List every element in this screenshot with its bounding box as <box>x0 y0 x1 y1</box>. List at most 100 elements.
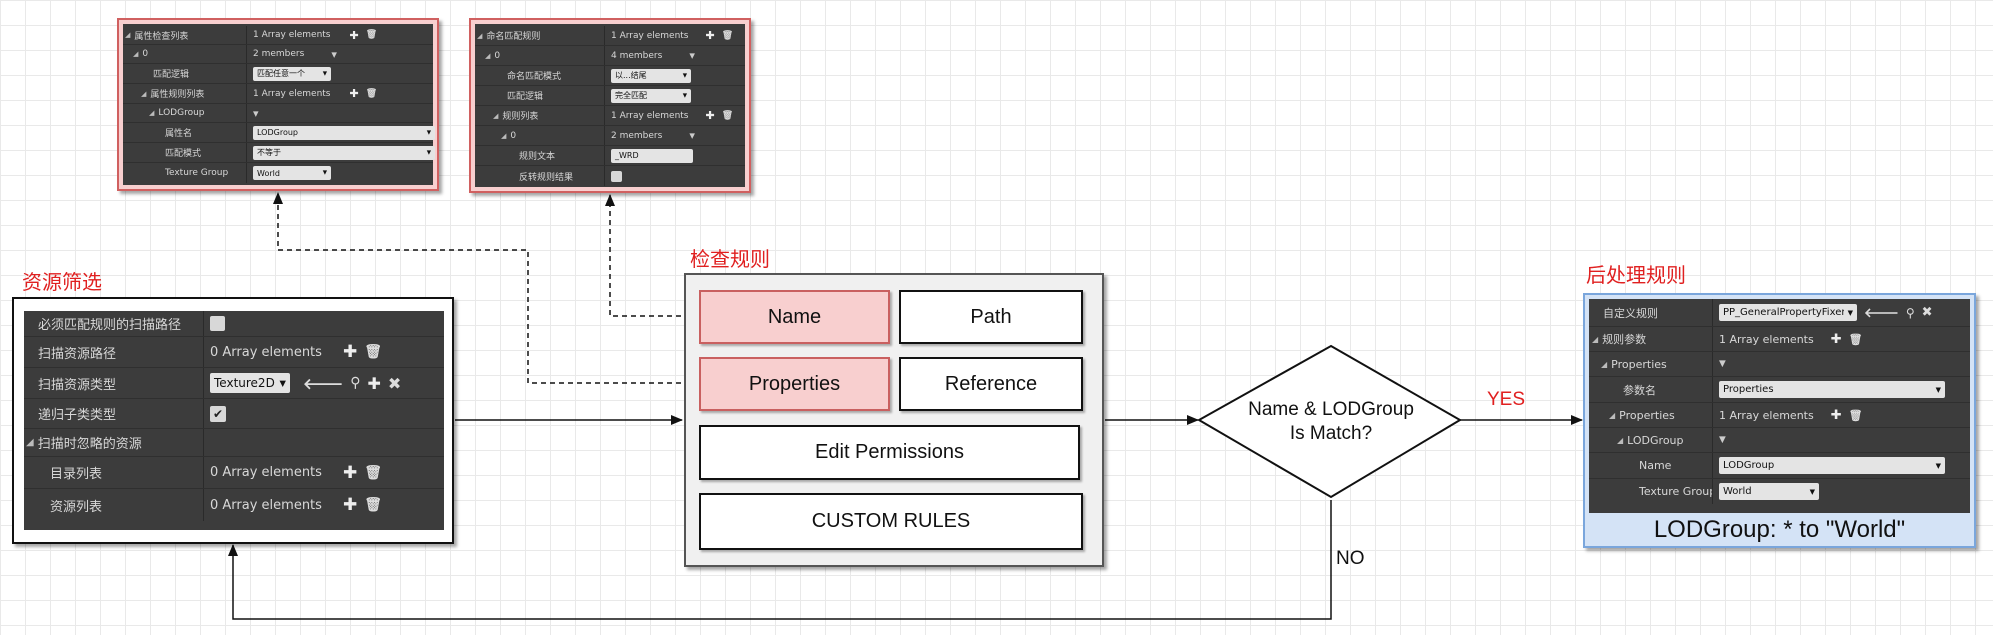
properties-rule-box[interactable]: Properties <box>699 357 890 411</box>
trash-icon[interactable]: 🗑 <box>1848 408 1863 422</box>
expand-triangle-icon[interactable]: ◢ <box>141 89 147 98</box>
plus-icon[interactable]: ✚ <box>705 29 715 42</box>
expand-triangle-icon[interactable]: ◢ <box>1592 334 1599 344</box>
prop-row: ◢属性规则列表 1 Array elements✚🗑 <box>123 84 433 104</box>
chevron-down-icon: ▼ <box>682 72 687 79</box>
expand-triangle-icon[interactable]: ◢ <box>26 437 34 448</box>
trash-icon[interactable]: 🗑 <box>1848 332 1863 346</box>
expand-triangle-icon[interactable]: ◢ <box>1617 435 1624 445</box>
plus-icon[interactable]: ✚ <box>342 462 358 483</box>
close-icon[interactable]: ✖ <box>387 373 402 393</box>
expand-triangle-icon[interactable]: ◢ <box>485 51 491 60</box>
plus-icon[interactable]: ✚ <box>349 28 359 42</box>
invert-checkbox[interactable] <box>611 170 622 182</box>
name-row: 反转规则结果 <box>475 166 745 186</box>
expand-triangle-icon[interactable]: ◢ <box>1609 410 1616 420</box>
name-row: 命名匹配模式 以...结尾▼ <box>475 66 745 86</box>
expand-triangle-icon[interactable]: ◢ <box>493 111 499 120</box>
prop-index-label: 0 <box>142 49 149 59</box>
prop-mode-dropdown[interactable]: 不等于▼ <box>253 145 435 160</box>
post-custom-label: 自定义规则 <box>1589 299 1713 326</box>
filter-row-label: 资源列表 <box>24 489 204 521</box>
chevron-down-icon[interactable]: ▼ <box>1719 359 1726 369</box>
expand-triangle-icon[interactable]: ◢ <box>133 50 139 58</box>
plus-icon[interactable]: ✚ <box>1830 407 1842 423</box>
plus-icon[interactable]: ✚ <box>705 109 715 122</box>
filter-title: 资源筛选 <box>22 270 102 294</box>
decision-text: Name & LODGroup Is Match? <box>1220 398 1442 446</box>
post-caption: LODGroup: * to "World" <box>1653 516 1906 543</box>
scan-type-dropdown[interactable]: Texture2D ▼ <box>210 373 290 393</box>
prop-texgroup-dropdown[interactable]: World▼ <box>253 166 331 180</box>
search-icon[interactable]: ⚲ <box>1905 305 1915 320</box>
post-name-dropdown[interactable]: LODGroup▼ <box>1719 457 1945 474</box>
trash-icon[interactable]: 🗑 <box>721 110 734 121</box>
path-rule-box[interactable]: Path <box>899 290 1083 344</box>
check-title: 检查规则 <box>690 247 770 271</box>
name-mode-dropdown[interactable]: 以...结尾▼ <box>611 68 691 83</box>
rule-text-input[interactable]: _WRD <box>611 148 693 163</box>
trash-icon[interactable]: 🗑 <box>364 497 382 513</box>
custom-rule-dropdown[interactable]: PP_GeneralPropertyFixer▼ <box>1719 304 1857 321</box>
name-logic-label: 匹配逻辑 <box>475 86 605 105</box>
chevron-down-icon: ▼ <box>1809 487 1815 496</box>
post-row: ◢Properties ▼ <box>1589 352 1970 377</box>
prop-row: ◢0 2 members ▼ <box>123 45 433 64</box>
name-members: 4 members <box>611 50 663 61</box>
filter-frame: 必须匹配规则的扫描路径 扫描资源路径 0 Array elements ✚ 🗑 … <box>12 297 454 544</box>
arrow-left-icon[interactable]: 🡐 <box>303 374 344 393</box>
trash-icon[interactable]: 🗑 <box>721 30 734 41</box>
dir-list-count: 0 Array elements <box>210 465 322 480</box>
scan-match-checkbox[interactable] <box>210 316 225 331</box>
search-icon[interactable]: ⚲ <box>350 375 361 391</box>
plus-icon[interactable]: ✚ <box>1830 331 1842 347</box>
chevron-down-icon[interactable]: ▼ <box>331 49 337 59</box>
param-name-dropdown[interactable]: Properties▼ <box>1719 381 1945 398</box>
recursive-checkbox[interactable]: ✔ <box>210 405 226 422</box>
plus-icon[interactable]: ✚ <box>367 373 381 393</box>
chevron-down-icon[interactable]: ▼ <box>689 51 695 60</box>
expand-triangle-icon[interactable]: ◢ <box>125 31 131 39</box>
name-row: ◢0 4 members▼ <box>475 46 745 66</box>
post-row: 参数名 Properties▼ <box>1589 377 1970 403</box>
name-row: ◢命名匹配规则 1 Array elements✚🗑 <box>475 26 745 46</box>
plus-icon[interactable]: ✚ <box>342 495 358 515</box>
chevron-down-icon: ▼ <box>279 378 286 388</box>
chevron-down-icon[interactable]: ▼ <box>1719 435 1726 445</box>
custom-rules-box[interactable]: CUSTOM RULES <box>699 493 1083 550</box>
prop-row: 匹配逻辑 匹配任意一个▼ <box>123 64 433 84</box>
prop-rules-count: 1 Array elements <box>253 88 331 99</box>
name-rule-box[interactable]: Name <box>699 290 890 344</box>
close-icon[interactable]: ✖ <box>1921 305 1933 320</box>
name-logic-dropdown[interactable]: 完全匹配▼ <box>611 88 691 103</box>
chevron-down-icon[interactable]: ▼ <box>689 131 695 140</box>
edit-permissions-rule-box[interactable]: Edit Permissions <box>699 425 1080 480</box>
scan-path-count: 0 Array elements <box>210 344 322 360</box>
expand-triangle-icon[interactable]: ◢ <box>501 131 507 140</box>
post-param-name-label: 参数名 <box>1589 377 1713 402</box>
expand-triangle-icon[interactable]: ◢ <box>1601 359 1608 369</box>
trash-icon[interactable]: 🗑 <box>364 344 382 360</box>
prop-name-dropdown[interactable]: LODGroup▼ <box>253 125 435 140</box>
prop-name-label: 属性名 <box>123 123 247 142</box>
match-logic-dropdown[interactable]: 匹配任意一个▼ <box>253 66 331 81</box>
trash-icon[interactable]: 🗑 <box>365 88 378 99</box>
trash-icon[interactable]: 🗑 <box>364 464 382 481</box>
arrow-left-icon[interactable]: 🡐 <box>1864 305 1899 321</box>
expand-triangle-icon[interactable]: ◢ <box>477 31 483 40</box>
chevron-down-icon: ▼ <box>426 129 431 136</box>
plus-icon[interactable]: ✚ <box>342 342 358 362</box>
reference-rule-box[interactable]: Reference <box>899 357 1083 411</box>
post-texgroup-dropdown[interactable]: World▼ <box>1719 483 1819 500</box>
prop-members: 2 members <box>253 49 305 59</box>
prop-mode-value: 不等于 <box>257 148 281 157</box>
trash-icon[interactable]: 🗑 <box>365 30 378 40</box>
expand-triangle-icon[interactable]: ◢ <box>149 109 155 117</box>
plus-icon[interactable]: ✚ <box>349 87 359 100</box>
no-label: NO <box>1336 548 1365 569</box>
post-row: Texture Group World▼ <box>1589 479 1970 504</box>
post-row: Name LODGroup▼ <box>1589 453 1970 479</box>
filter-row-ignore: ◢扫描时忽略的资源 <box>24 429 444 457</box>
chevron-down-icon[interactable]: ▼ <box>253 108 259 118</box>
scan-type-value: Texture2D <box>214 376 275 390</box>
